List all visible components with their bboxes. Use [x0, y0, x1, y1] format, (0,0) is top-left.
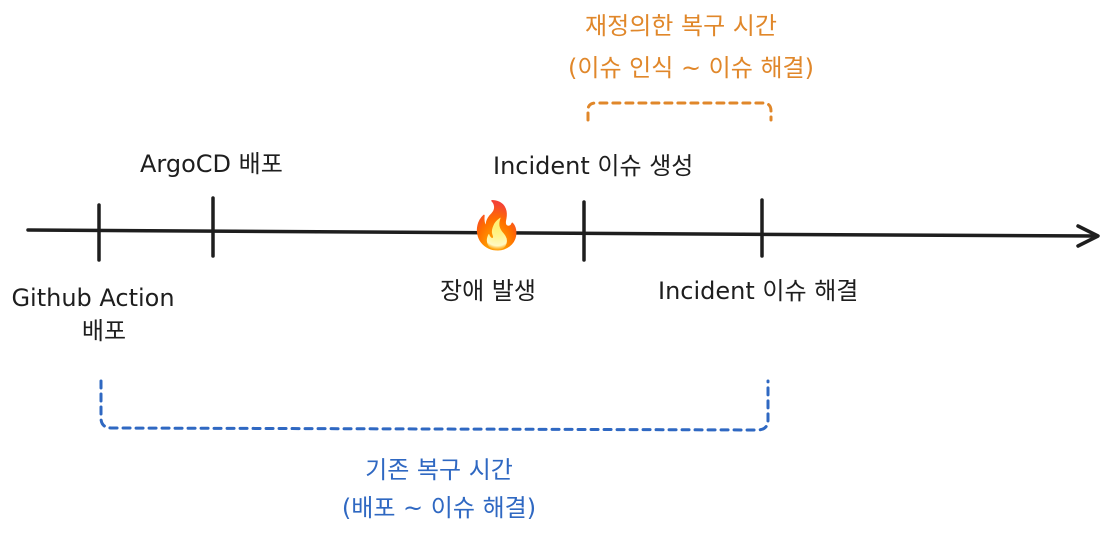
label-incident-resolved: Incident 이슈 해결 — [658, 277, 859, 305]
label-argocd-deploy: ArgoCD 배포 — [140, 150, 283, 178]
redefined-recovery-range: (이슈 인식 ~ 이슈 해결) — [568, 54, 814, 82]
original-recovery-range: (배포 ~ 이슈 해결) — [341, 494, 537, 522]
fire-icon: 🔥 — [468, 198, 526, 252]
label-github-action-deploy: Github Action — [11, 284, 175, 312]
original-recovery-bracket — [99, 379, 770, 432]
label-incident-created: Incident 이슈 생성 — [493, 152, 694, 180]
label-failure: 장애 발생 — [440, 277, 536, 305]
redefined-recovery-bracket — [586, 101, 773, 122]
original-recovery-title: 기존 복구 시간 — [365, 456, 513, 484]
timeline-arrowhead — [1076, 224, 1100, 248]
timeline-axis — [26, 228, 1098, 238]
label-github-action-deploy-line2: 배포 — [81, 317, 127, 345]
redefined-recovery-title: 재정의한 복구 시간 — [585, 12, 777, 40]
